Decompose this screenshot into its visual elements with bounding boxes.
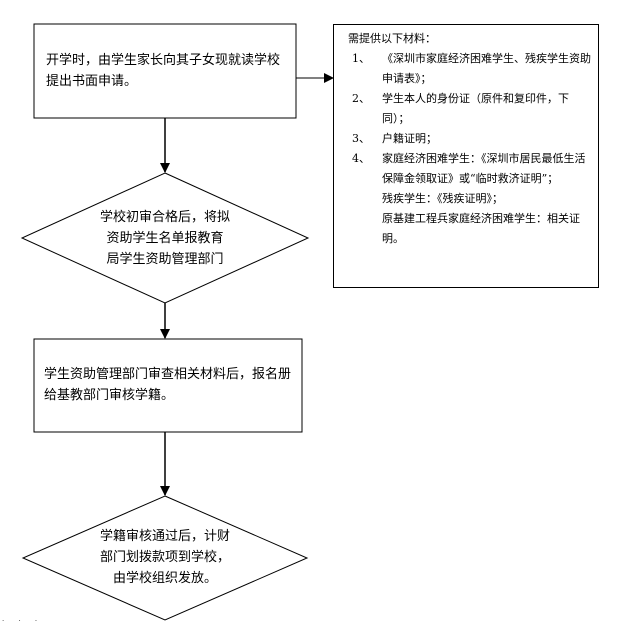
material-sub-disabled: 残疾学生：《残疾证明》； [382,192,503,205]
step4-line-3: 由学校组织发放。 [112,571,217,586]
material-item-4: 4、 家庭经济困难学生：《深圳市居民最低生活保障金领取证》或“临时救济证明”； [348,149,592,189]
step4-line-2: 部门划拨款项到学校， [99,550,230,565]
materials-box: 需提供以下材料： 1、 《深圳市家庭经济困难学生、残疾学生资助申请表》； 2、 … [333,24,599,288]
step4-diamond [21,495,309,621]
footer-mark: · · · [2,617,44,625]
step2-line-3: 局学生资助管理部门 [106,252,224,267]
material-item-4-text: 家庭经济困难学生：《深圳市居民最低生活保障金领取证》或“临时救济证明”； [382,152,586,185]
material-item-3-number: 3、 [352,132,370,145]
step4-text: 学籍审核通过后，计财 部门划拨款项到学校， 由学校组织发放。 [70,526,260,589]
material-item-4-number: 4、 [352,152,370,165]
material-item-1: 1、 《深圳市家庭经济困难学生、残疾学生资助申请表》； [348,49,592,89]
material-item-1-text: 《深圳市家庭经济困难学生、残疾学生资助申请表》； [382,52,591,85]
step2-text: 学校初审合格后，将拟 资助学生名单报教育 局学生资助管理部门 [70,207,260,270]
material-item-3-text: 户籍证明； [382,132,437,145]
step2-line-2: 资助学生名单报教育 [106,231,224,246]
step1-box [33,23,297,119]
step3-box [33,338,303,433]
step4-line-1: 学籍审核通过后，计财 [99,529,230,544]
step3-text: 学生资助管理部门审查相关材料后，报名册给基教部门审核学籍。 [44,367,292,403]
material-item-3: 3、 户籍证明； [348,129,592,149]
material-item-2-number: 2、 [352,92,370,105]
material-item-1-number: 1、 [352,52,370,65]
material-item-2-text: 学生本人的身份证（原件和复印件，下同）； [382,92,569,125]
step2-line-1: 学校初审合格后，将拟 [99,210,230,225]
materials-title: 需提供以下材料： [348,32,436,45]
step1-text: 开学时，由学生家长向其子女现就读学校提出书面申请。 [46,53,281,89]
material-item-2: 2、 学生本人的身份证（原件和复印件，下同）； [348,89,592,129]
material-sub-engineering-corps: 原基建工程兵家庭经济困难学生：相关证明。 [382,212,580,245]
